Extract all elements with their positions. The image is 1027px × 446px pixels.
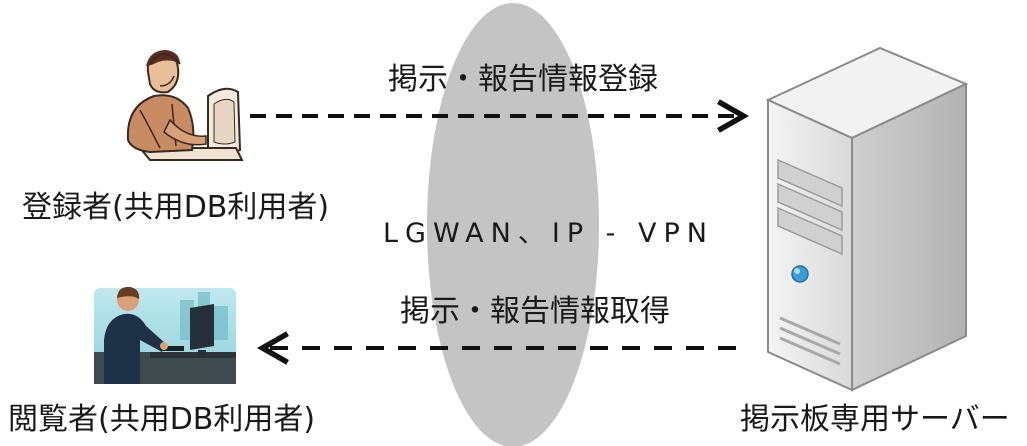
retrieve-flow-label: 掲示・報告情報取得 — [400, 294, 670, 329]
register-flow-label: 掲示・報告情報登録 — [388, 62, 658, 97]
office-worker-at-desk-icon — [126, 50, 244, 161]
power-led-icon — [791, 265, 809, 283]
network-ellipse — [427, 3, 599, 446]
network-label: LGWAN、IP - VPN — [383, 218, 714, 249]
person-at-computer-icon — [94, 286, 236, 384]
tower-server-icon — [765, 46, 969, 392]
server-label: 掲示板専用サーバー — [740, 402, 1010, 437]
registrant-label: 登録者(共用DB利用者) — [22, 190, 330, 225]
viewer-label: 閲覧者(共用DB利用者) — [8, 402, 316, 437]
